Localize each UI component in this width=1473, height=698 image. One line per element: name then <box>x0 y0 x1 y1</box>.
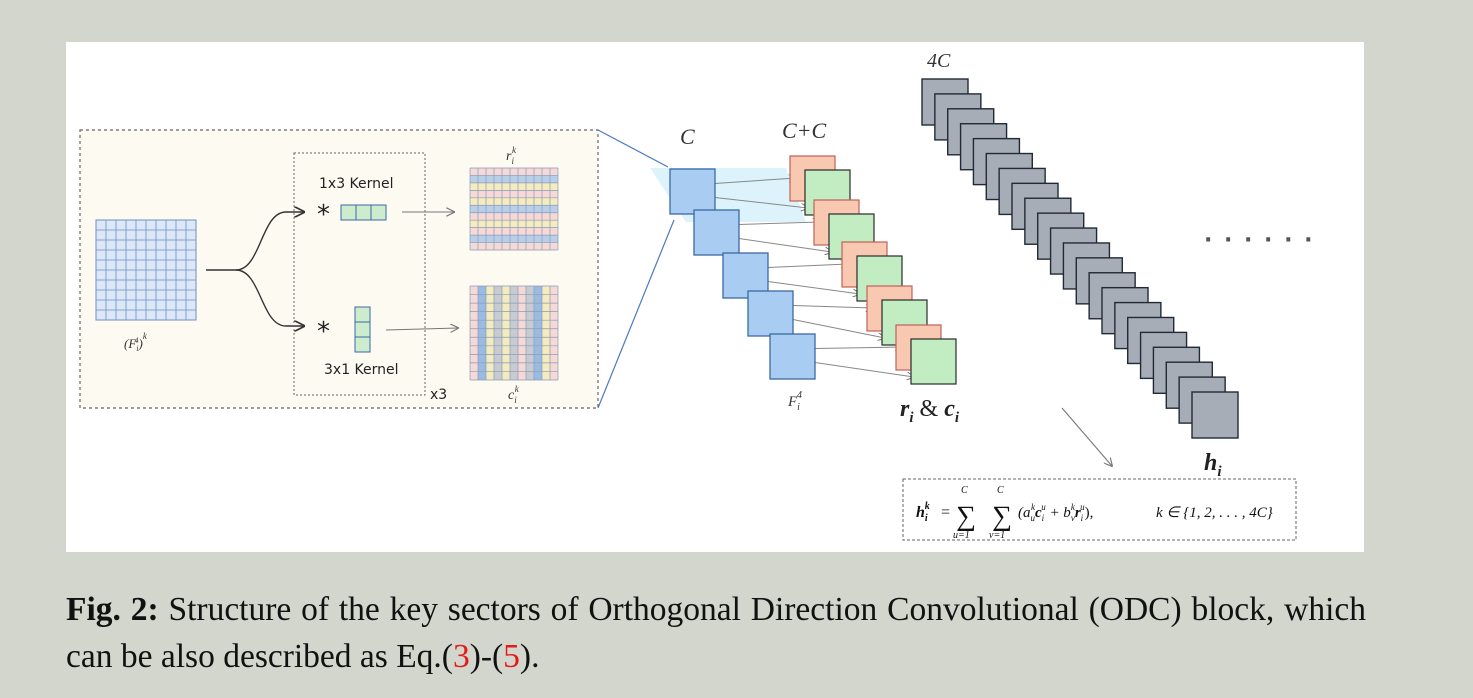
svg-text:∑: ∑ <box>992 501 1012 532</box>
figure-panel: (Fi4)k x3 1x3 Kernel * * 3x1 Kernel rik … <box>66 42 1364 552</box>
eq-ref-3[interactable]: 3 <box>452 638 470 675</box>
fig-label: Fig. 2: <box>66 591 159 628</box>
svg-text:k ∈ {1, 2, . . . , 4C}: k ∈ {1, 2, . . . , 4C} <box>1156 505 1273 521</box>
input-label: (Fi4)k <box>124 331 148 353</box>
branch-connector-bottom <box>235 269 304 326</box>
kernel-3x1-label: 3x1 Kernel <box>324 362 399 378</box>
col-output-label: cik <box>508 384 520 405</box>
kernel-1x3-label: 1x3 Kernel <box>319 176 394 192</box>
svg-text:v=1: v=1 <box>989 530 1005 541</box>
equation-box <box>902 478 1297 541</box>
conv-operator-top: * <box>317 200 330 230</box>
zoom-line-bottom <box>597 219 675 409</box>
row-output-label: rik <box>506 145 517 166</box>
col-output-grid <box>469 285 559 381</box>
odc-diagram: (Fi4)k x3 1x3 Kernel * * 3x1 Kernel rik … <box>79 50 1314 541</box>
kernel-1x3 <box>340 204 387 221</box>
arrow-to-col-output <box>385 328 458 330</box>
branch-connector-top <box>206 212 304 271</box>
channel-stack <box>669 155 957 385</box>
h-stack <box>921 78 1239 439</box>
svg-text:(aukciu + bvkriu),: (aukciu + bvkriu), <box>1018 502 1093 523</box>
svg-text:u=1: u=1 <box>953 530 970 541</box>
equation: hik = C ∑ u=1 C ∑ v=1 (aukciu + bvkriu),… <box>916 485 1273 541</box>
kernel-box <box>293 152 426 396</box>
caption-text-end: ). <box>519 638 540 675</box>
zoom-line-top <box>597 129 669 168</box>
channel-c-label: C <box>680 124 695 149</box>
svg-text:C: C <box>997 485 1004 496</box>
feature-label: Fi4 <box>787 390 802 413</box>
eq-ref-5[interactable]: 5 <box>503 638 520 675</box>
repeat-label: x3 <box>430 387 447 403</box>
arrow-to-equation <box>1061 407 1112 466</box>
svg-text:C: C <box>961 485 968 496</box>
caption-text-between: )-( <box>469 638 504 675</box>
input-feature-grid <box>95 219 197 321</box>
ellipsis: · · · · · · <box>1204 228 1314 253</box>
channel-cc-label: C+C <box>782 118 827 143</box>
svg-text:=: = <box>941 504 950 521</box>
svg-text:hik: hik <box>916 501 930 524</box>
caption-text: Structure of the key sectors of Orthogon… <box>66 591 1366 675</box>
hi-label: hi <box>1204 450 1222 480</box>
svg-text:∑: ∑ <box>956 501 976 532</box>
channel-4c-label: 4C <box>927 50 951 72</box>
conv-operator-bottom: * <box>317 317 330 347</box>
kernel-3x1 <box>354 306 371 353</box>
row-output-grid <box>469 167 559 251</box>
figure-caption: Fig. 2: Structure of the key sectors of … <box>66 586 1366 680</box>
ri-ci-label: ri & ci <box>900 396 960 426</box>
